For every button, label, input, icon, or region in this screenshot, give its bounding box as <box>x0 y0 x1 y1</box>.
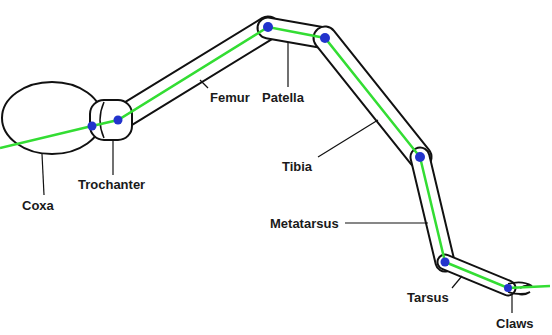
part-label: Claws <box>496 316 534 331</box>
part-label: Tarsus <box>407 290 449 305</box>
part-label: Trochanter <box>78 177 145 192</box>
part-label: Metatarsus <box>270 216 339 231</box>
part-label: Coxa <box>22 198 54 213</box>
part-label: Tibia <box>282 159 312 174</box>
part-label: Femur <box>210 90 250 105</box>
part-label: Patella <box>262 90 304 105</box>
